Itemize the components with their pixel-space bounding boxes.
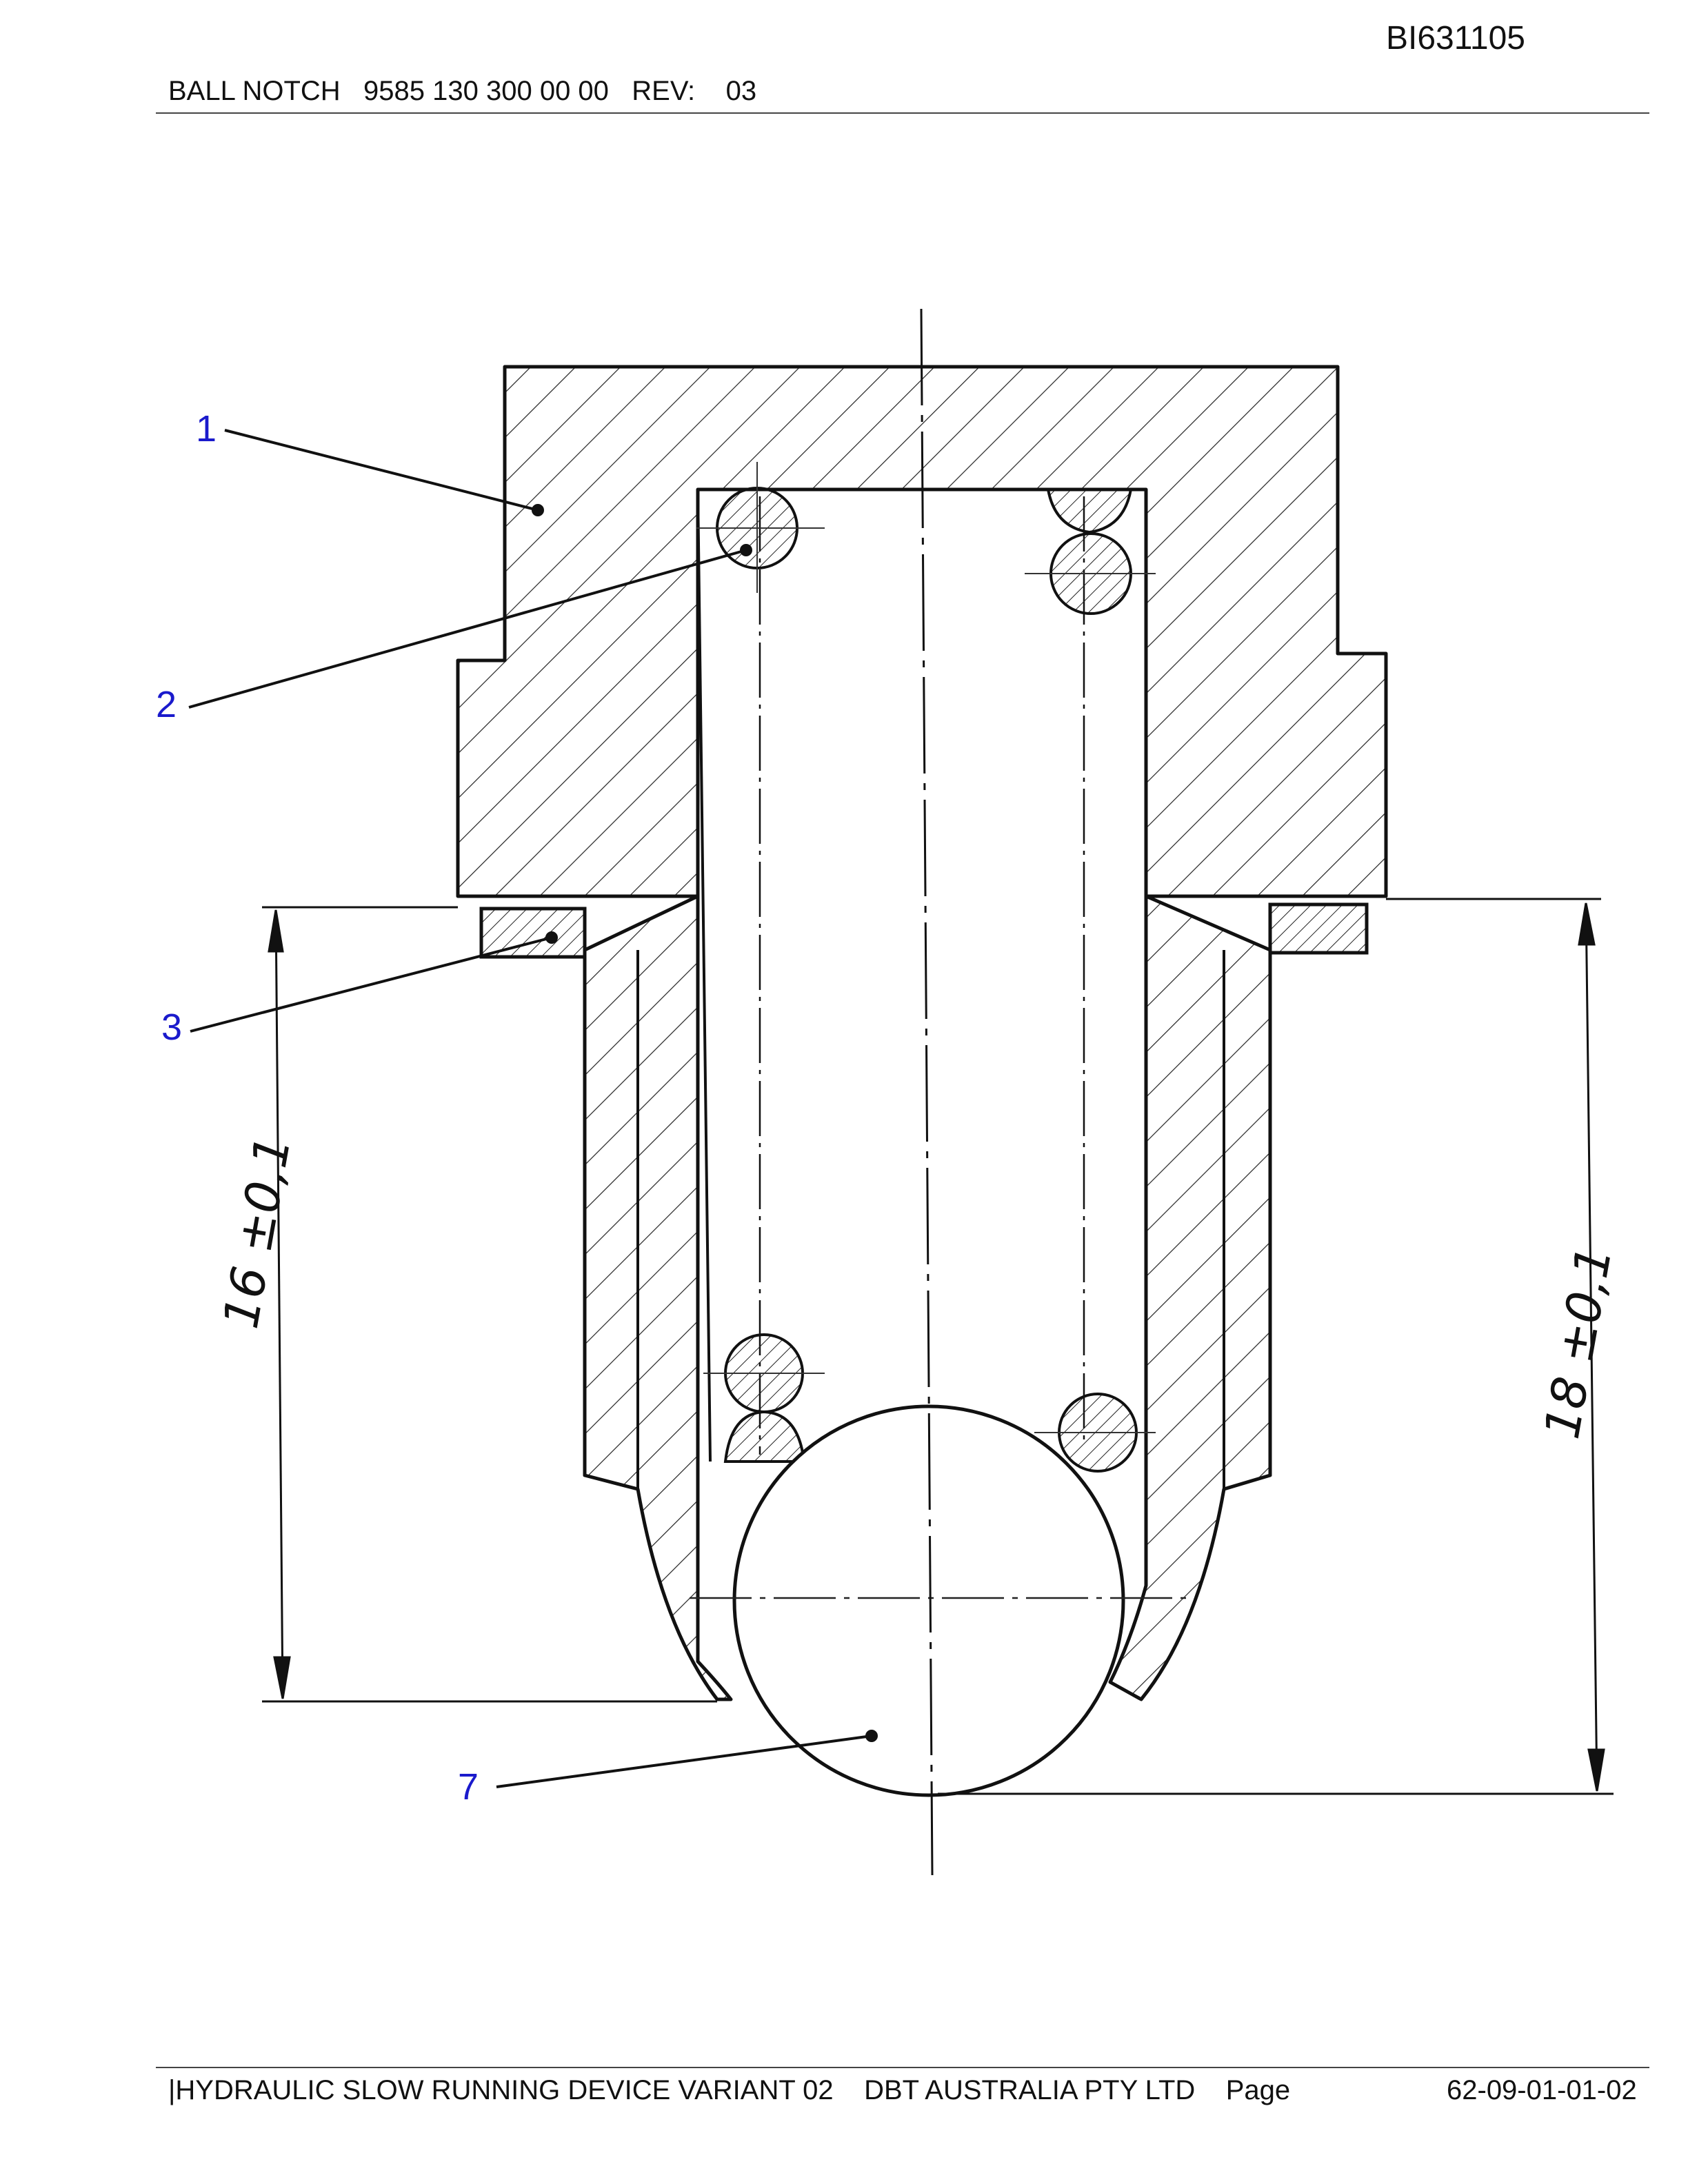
dimension-right-label: 18 ±0,1 (1534, 1242, 1623, 1443)
callout-3: 3 (161, 1007, 182, 1048)
header-rule (156, 112, 1649, 114)
washer-left (479, 907, 587, 959)
washer-right (1268, 902, 1369, 955)
coil-crosshairs (696, 462, 1156, 1433)
spring-coil-bottom-left-partial (723, 1410, 806, 1463)
callout-1: 1 (196, 408, 217, 449)
footer-page-number: 62-09-01-01-02 (1447, 2075, 1637, 2105)
leader-lines (188, 429, 878, 1788)
inner-bore (696, 489, 1147, 1462)
dimension-left-label: 16 ±0,1 (212, 1132, 302, 1333)
dimension-right (938, 898, 1614, 1795)
document-id: BI631105 (1386, 20, 1525, 57)
dimension-left (262, 906, 717, 1703)
footer-title: |HYDRAULIC SLOW RUNNING DEVICE VARIANT 0… (168, 2075, 1291, 2105)
callout-2: 2 (156, 684, 177, 725)
lower-sleeve-left (583, 894, 733, 1701)
spring-coil-top-right-partial (1046, 488, 1133, 534)
ball (690, 1404, 1186, 1797)
lower-sleeve-right (1108, 894, 1272, 1701)
part-header: BALL NOTCH 9585 130 300 00 00 REV: 03 (168, 76, 757, 106)
footer-rule (156, 2067, 1649, 2068)
callout-7: 7 (458, 1766, 479, 1808)
center-line (920, 308, 934, 1876)
